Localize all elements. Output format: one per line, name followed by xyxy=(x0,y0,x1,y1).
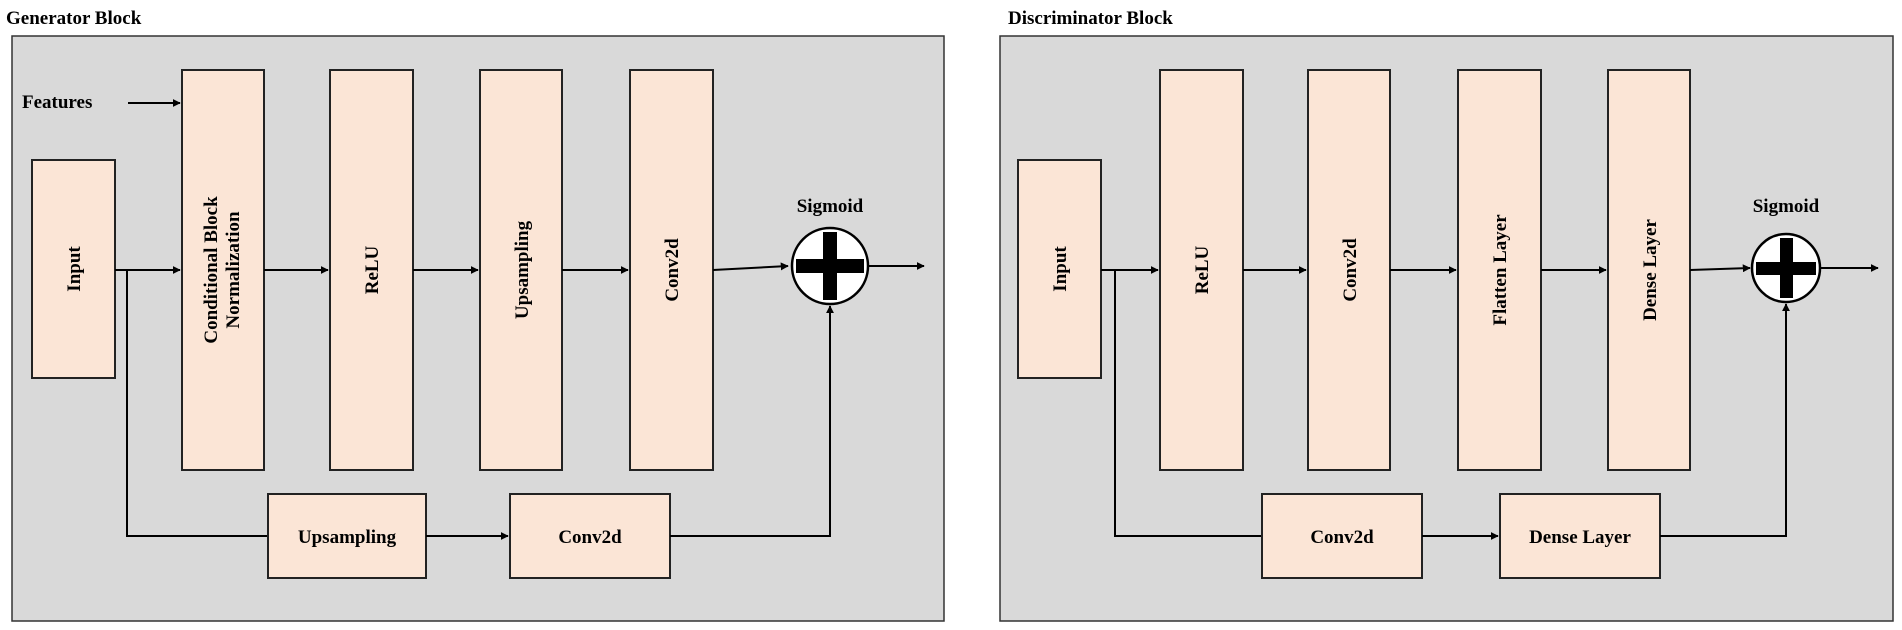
cbn-label-line1: Conditional Block xyxy=(201,196,222,344)
generator-sum-node xyxy=(790,226,870,306)
discriminator-title: Discriminator Block xyxy=(1008,8,1173,29)
skip-conv2d-block xyxy=(509,493,671,579)
cbn-block xyxy=(181,69,265,471)
generator-title: Generator Block xyxy=(6,8,142,29)
discriminator-relu-label: ReLU xyxy=(1192,245,1213,294)
gen-arrow-skip-to-sum xyxy=(670,305,834,537)
discriminator-relu-block xyxy=(1159,69,1244,471)
dense-layer-label: Dense Layer xyxy=(1640,219,1661,321)
generator-relu-label: ReLU xyxy=(362,245,383,294)
cbn-label-line2: Normalization xyxy=(223,211,244,329)
skip-dense-block xyxy=(1499,493,1661,579)
discriminator-sigmoid-label: Sigmoid xyxy=(1753,196,1820,217)
skip-upsampling-label: Upsampling xyxy=(298,527,397,548)
generator-block: Generator Block Features Input Condition… xyxy=(6,8,945,622)
disc-skip-line xyxy=(1114,270,1262,537)
generator-panel xyxy=(11,35,945,622)
flatten-layer-block xyxy=(1457,69,1542,471)
discriminator-sum-node xyxy=(1750,232,1822,304)
skip-conv2d-label: Conv2d xyxy=(558,527,622,548)
flatten-layer-label: Flatten Layer xyxy=(1490,214,1511,326)
discriminator-block: Discriminator Block Input ReLU Conv2d Fl… xyxy=(999,8,1894,622)
generator-sigmoid-label: Sigmoid xyxy=(797,196,864,217)
skip-conv2d-disc-label: Conv2d xyxy=(1310,527,1374,548)
dense-layer-block xyxy=(1607,69,1691,471)
generator-input-label: Input xyxy=(64,246,85,292)
discriminator-conv2d-block xyxy=(1307,69,1391,471)
cbn-label: Conditional Block Normalization xyxy=(201,196,244,344)
gen-skip-line xyxy=(126,270,268,537)
features-label: Features xyxy=(22,92,92,113)
gen-arrow-conv2d-sum xyxy=(712,262,789,271)
skip-conv2d-disc-block xyxy=(1261,493,1423,579)
generator-upsampling-label: Upsampling xyxy=(512,220,533,319)
discriminator-panel xyxy=(999,35,1894,622)
discriminator-conv2d-label: Conv2d xyxy=(1340,238,1361,302)
disc-arrow-skip-to-sum xyxy=(1660,303,1790,537)
discriminator-input-block xyxy=(1017,159,1102,379)
skip-dense-label: Dense Layer xyxy=(1529,527,1631,548)
disc-arrow-dense-sum xyxy=(1689,264,1751,273)
discriminator-input-label: Input xyxy=(1050,246,1071,292)
generator-relu-block xyxy=(329,69,414,471)
generator-conv2d-label: Conv2d xyxy=(662,238,683,302)
